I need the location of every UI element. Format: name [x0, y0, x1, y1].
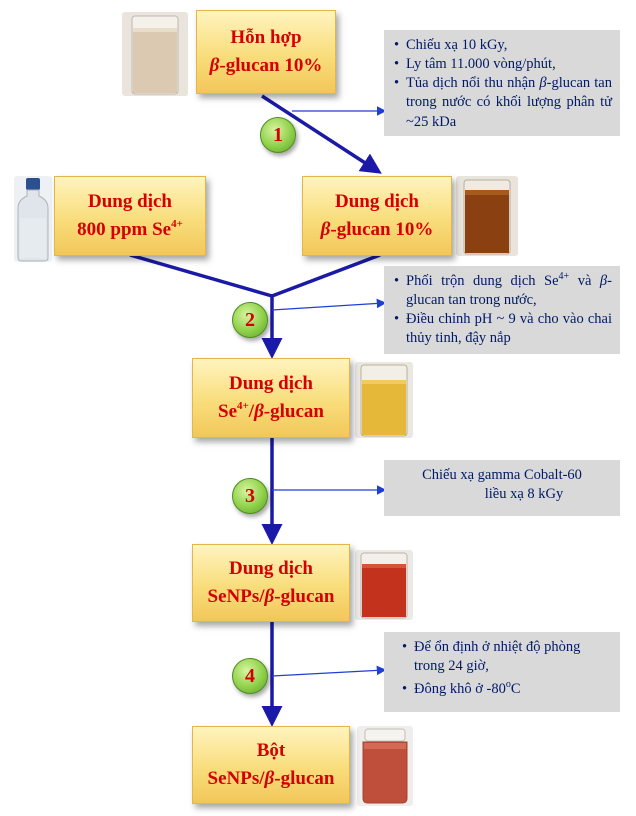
photo-jar-red-powder: [357, 726, 413, 806]
note-step2-item2: Điều chỉnh pH ~ 9 và cho vào chai thủy t…: [394, 310, 612, 348]
box-se-solution: Dung dịch 800 ppm Se4+: [54, 176, 206, 256]
thin-arrow-step2: [271, 298, 387, 311]
step-3-badge: 3: [232, 478, 268, 514]
photo-beaker-yellow: [355, 362, 413, 438]
box-se-solution-line2: 800 ppm Se4+: [77, 218, 183, 241]
box-se-solution-line1: Dung dịch: [88, 191, 172, 213]
note-step3: Chiếu xạ gamma Cobalt-60 liều xạ 8 kGy: [384, 460, 620, 516]
note-step1-item1: Chiếu xạ 10 kGy,: [394, 36, 612, 55]
note-step3-line2: liều xạ 8 kGy: [484, 486, 564, 503]
thin-arrow-step4: [271, 665, 387, 677]
box-senps-solution: Dung dịch SeNPs/β-glucan: [192, 544, 350, 622]
box-se-glucan: Dung dịch Se4+/β-glucan: [192, 358, 350, 438]
merge-line-left: [129, 253, 273, 298]
box-senps-solution-line2: SeNPs/β-glucan: [207, 586, 335, 607]
box-powder-line1: Bột: [256, 740, 286, 762]
photo-bottle-clear: [14, 176, 52, 262]
step-1-badge: 1: [260, 117, 296, 153]
box-glucan-solution-line1: Dung dịch: [335, 191, 419, 213]
note-step1-item3: Tủa dịch nổi thu nhận β-glucan tan trong…: [394, 74, 612, 131]
box-mixture: Hỗn hợp β-glucan 10%: [196, 10, 336, 94]
step-2-badge: 2: [232, 302, 268, 338]
note-step4-item1: Để ổn định ở nhiệt độ phòng trong 24 giờ…: [402, 638, 612, 676]
merge-line-right: [271, 253, 381, 298]
note-step4-item2: Đông khô ở -80oC: [402, 680, 612, 700]
box-mixture-line2: β-glucan 10%: [209, 55, 323, 76]
box-mixture-line1: Hỗn hợp: [230, 27, 302, 49]
photo-beaker-brown: [456, 176, 518, 256]
note-step1: Chiếu xạ 10 kGy, Ly tâm 11.000 vòng/phút…: [384, 30, 620, 136]
box-powder-line2: SeNPs/β-glucan: [207, 768, 335, 789]
box-glucan-solution-line2: β-glucan 10%: [320, 219, 434, 240]
step-4-badge: 4: [232, 658, 268, 694]
photo-beaker-red: [355, 550, 413, 620]
arrow-step1: [261, 94, 382, 174]
box-se-glucan-line2: Se4+/β-glucan: [218, 400, 324, 423]
note-step2-item1: Phối trộn dung dịch Se4+ và β-glucan tan…: [394, 272, 612, 310]
box-glucan-solution: Dung dịch β-glucan 10%: [302, 176, 452, 256]
note-step4: Để ổn định ở nhiệt độ phòng trong 24 giờ…: [384, 632, 620, 712]
note-step3-line1: Chiếu xạ gamma Cobalt-60: [422, 467, 582, 483]
note-step1-item2: Ly tâm 11.000 vòng/phút,: [394, 55, 612, 74]
box-se-glucan-line1: Dung dịch: [229, 373, 313, 395]
note-step2: Phối trộn dung dịch Se4+ và β-glucan tan…: [384, 266, 620, 354]
photo-beaker-beige: [122, 12, 188, 96]
box-powder: Bột SeNPs/β-glucan: [192, 726, 350, 804]
box-senps-solution-line1: Dung dịch: [229, 558, 313, 580]
